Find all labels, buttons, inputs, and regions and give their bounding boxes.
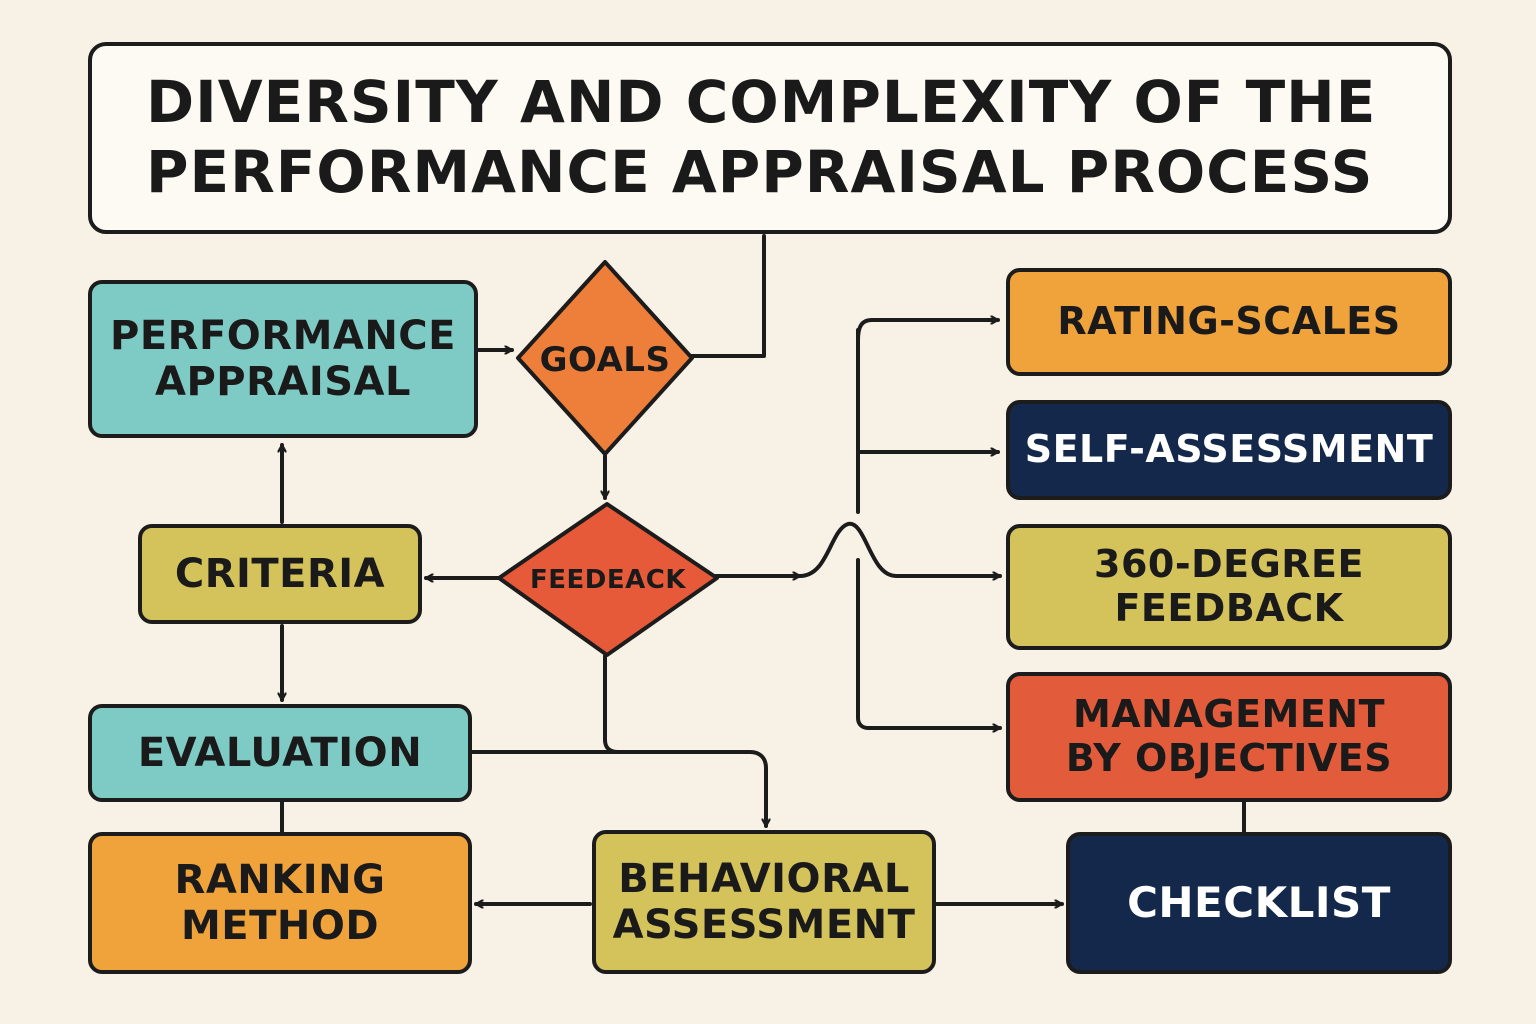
node-checklist[interactable]: CHECKLIST — [1066, 832, 1452, 974]
connector-feedback-join — [603, 738, 620, 754]
node-management-by-objectives[interactable]: MANAGEMENT BY OBJECTIVES — [1006, 672, 1452, 802]
node-ranking-method[interactable]: RANKING METHOD — [88, 832, 472, 974]
connector-branch-trunk — [798, 521, 1002, 576]
node-self-assessment[interactable]: SELF-ASSESSMENT — [1006, 400, 1452, 500]
node-feedback-label: FEEDEACK — [530, 565, 686, 595]
node-goals-label: GOALS — [539, 340, 671, 380]
feedback-diamond[interactable] — [497, 502, 719, 657]
connector-branch-rating — [856, 320, 1000, 342]
goals-diamond[interactable] — [516, 260, 694, 456]
connector-branch-vertical-low — [856, 558, 1002, 728]
node-criteria[interactable]: CRITERIA — [138, 524, 422, 624]
page-title: DIVERSITY AND COMPLEXITY OF THE PERFORMA… — [88, 42, 1452, 234]
node-rating-scales[interactable]: RATING-SCALES — [1006, 268, 1452, 376]
node-360-degree-feedback[interactable]: 360-DEGREE FEEDBACK — [1006, 524, 1452, 650]
connector-title-goals — [678, 234, 766, 358]
node-evaluation[interactable]: EVALUATION — [88, 704, 472, 802]
node-behavioral-assessment[interactable]: BEHAVIORAL ASSESSMENT — [592, 830, 936, 974]
node-performance-appraisal[interactable]: PERFORMANCE APPRAISAL — [88, 280, 478, 438]
connector-evaluation-behavioral — [470, 750, 766, 828]
